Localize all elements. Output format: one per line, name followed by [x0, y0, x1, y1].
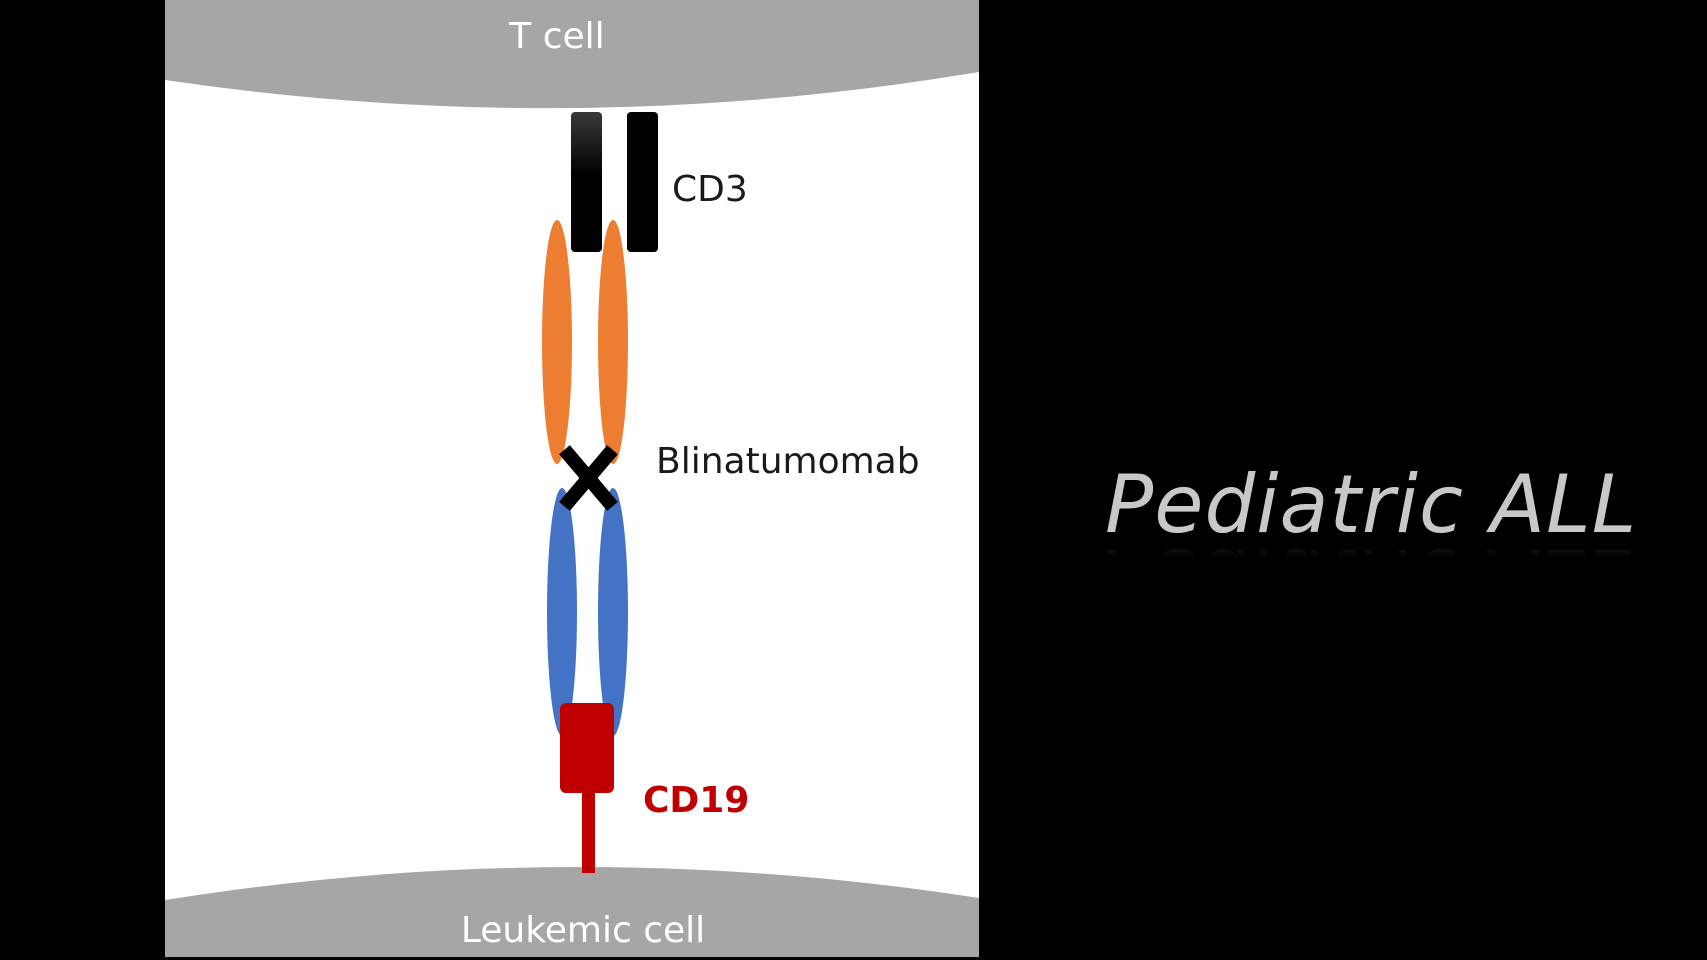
cd3-chain-left [571, 112, 602, 252]
blinatumomab-label: Blinatumomab [656, 441, 920, 482]
anti-cd19-domain-left [547, 488, 577, 736]
linker-cross-icon [559, 445, 618, 511]
anti-cd3-domain-right [598, 220, 628, 464]
anti-cd19-domain-right [598, 488, 628, 736]
cd3-label: CD3 [672, 169, 748, 210]
leukemic-cell-label: Leukemic cell [461, 910, 705, 951]
title-block: Pediatric ALL Pediatric ALL [1105, 455, 1665, 624]
t-cell-label: T cell [508, 16, 604, 57]
page-title: Pediatric ALL [1105, 458, 1638, 551]
cd3-chain-right [627, 112, 658, 252]
anti-cd3-domain-left [542, 220, 572, 464]
cd19-antigen-stalk [582, 790, 595, 873]
leukemic-cell-membrane [165, 866, 979, 957]
t-cell-membrane [165, 0, 979, 109]
cd19-antigen-head [560, 703, 614, 793]
cd19-label: CD19 [643, 780, 749, 821]
